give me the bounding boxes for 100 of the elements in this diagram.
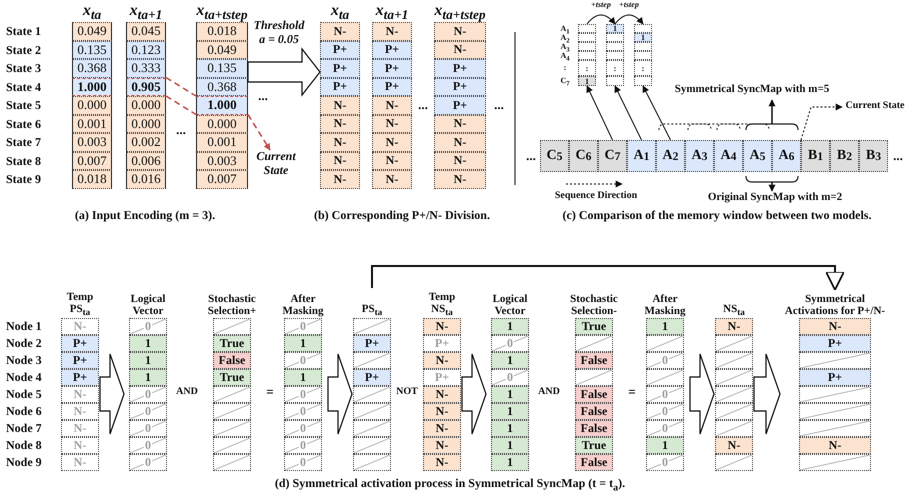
column-header: x$_{ta}$ <box>330 2 350 22</box>
encoding-value: 0.006 <box>126 152 166 170</box>
state-note: Current State <box>248 150 304 180</box>
polarity-value: N- <box>320 133 360 152</box>
polarity-value: P+ <box>434 96 486 114</box>
row-label: State 6 <box>6 116 42 132</box>
activation-value: True <box>575 437 613 454</box>
dashed-line <box>166 76 196 97</box>
activation-value: 0 <box>646 420 684 437</box>
activation-value: 1 <box>646 318 684 335</box>
row-label: Node 7 <box>6 420 43 437</box>
activation-value: False <box>213 352 251 369</box>
operator-label: NOT <box>395 386 419 397</box>
encoding-value: 0.003 <box>72 133 112 152</box>
activation-value: 0 <box>129 386 167 403</box>
polarity-value: N- <box>372 114 412 133</box>
activation-value: 1 <box>491 437 529 454</box>
encoding-value: 0.016 <box>126 170 166 188</box>
activation-value: P+ <box>61 369 99 386</box>
activation-value: N- <box>423 437 461 454</box>
polarity-value: P+ <box>372 59 412 78</box>
polarity-value: N- <box>320 114 360 133</box>
column-header: x$_{ta+tstep}$ <box>196 2 248 22</box>
row-label: C$_{7}$ <box>559 76 571 86</box>
activation-value: 0 <box>491 335 529 352</box>
memory-value: 1 <box>634 33 652 42</box>
activation-value: 0 <box>129 403 167 420</box>
arrow <box>642 85 671 140</box>
column-header: x$_{ta+tstep}$ <box>434 2 486 22</box>
window-label: Original SyncMap with m=2 <box>706 191 844 203</box>
activation-value: P+ <box>423 369 461 386</box>
activation-value: 0 <box>646 352 684 369</box>
activation-value: 1 <box>284 369 322 386</box>
ellipsis: ... <box>175 122 187 138</box>
column-header: After Masking <box>644 292 686 318</box>
ellipsis: ... <box>417 97 429 113</box>
polarity-value: P+ <box>320 59 360 78</box>
activation-value: False <box>575 420 613 437</box>
encoding-value: 0.002 <box>126 133 166 152</box>
column-header: Stochastic Selection- <box>569 292 619 318</box>
row-label: A$_{3}$ <box>559 42 571 51</box>
activation-value: P+ <box>61 335 99 352</box>
activation-value: P+ <box>353 335 391 352</box>
operator-label: AND <box>537 386 561 397</box>
column-header: Temp NS$_{ta}$ <box>428 290 456 318</box>
column-header: x$_{ta+1}$ <box>128 2 164 22</box>
curved-arrow <box>586 14 616 25</box>
encoding-value: 0.368 <box>196 78 248 96</box>
activation-value: 1 <box>491 403 529 420</box>
activation-value: 1 <box>491 386 529 403</box>
encoding-value: 0.049 <box>196 40 248 59</box>
encoding-value: 0.000 <box>126 114 166 133</box>
encoding-value: 0.135 <box>72 40 112 59</box>
activation-value: N- <box>61 403 99 420</box>
row-label: : <box>562 62 568 74</box>
activation-value: 1 <box>491 352 529 369</box>
activation-value: 0 <box>284 318 322 335</box>
activation-value: 1 <box>491 420 529 437</box>
row-label: State 9 <box>6 171 42 188</box>
edge-label: +tstep <box>590 0 612 9</box>
activation-value: N- <box>799 437 871 454</box>
encoding-value: 0.018 <box>196 22 248 40</box>
encoding-value: 0.135 <box>196 59 248 78</box>
encoding-value: 0.007 <box>72 152 112 170</box>
row-label: State 7 <box>6 134 42 151</box>
arrow <box>614 85 642 140</box>
polarity-value: N- <box>320 152 360 170</box>
row-label: Node 5 <box>6 386 43 403</box>
activation-value: 1 <box>491 454 529 471</box>
polarity-value: N- <box>372 96 412 114</box>
polarity-value: N- <box>434 114 486 133</box>
activation-value: N- <box>61 454 99 471</box>
polarity-value: N- <box>320 170 360 188</box>
column-header: Symmetrical Activations for P+/N- <box>784 292 886 318</box>
polarity-value: N- <box>372 133 412 152</box>
block-arrow <box>689 353 715 435</box>
encoding-value: 1.000 <box>196 96 248 114</box>
encoding-value: 0.018 <box>72 170 112 188</box>
ellipsis: ... <box>493 97 505 113</box>
memory-value: : <box>634 60 652 76</box>
threshold-note: Threshold a = 0.05 <box>252 18 306 47</box>
activation-value: 1 <box>129 369 167 386</box>
polarity-value: N- <box>372 22 412 40</box>
block-arrow <box>327 353 353 435</box>
activation-value: N- <box>423 318 461 335</box>
activation-value: N- <box>423 454 461 471</box>
activation-value: P+ <box>61 352 99 369</box>
row-label: State 5 <box>6 97 42 114</box>
direction-label: Sequence Direction <box>554 190 638 201</box>
activation-value: N- <box>61 437 99 454</box>
activation-value: 0 <box>284 420 322 437</box>
memory-value: : <box>606 60 624 76</box>
encoding-value: 0.000 <box>196 114 248 133</box>
row-label: A$_{1}$ <box>559 24 571 33</box>
activation-value: False <box>575 352 613 369</box>
polarity-value: N- <box>372 170 412 188</box>
activation-value: N- <box>423 403 461 420</box>
polarity-value: N- <box>434 22 486 40</box>
encoding-value: 0.905 <box>126 78 166 96</box>
activation-value: 0 <box>284 403 322 420</box>
